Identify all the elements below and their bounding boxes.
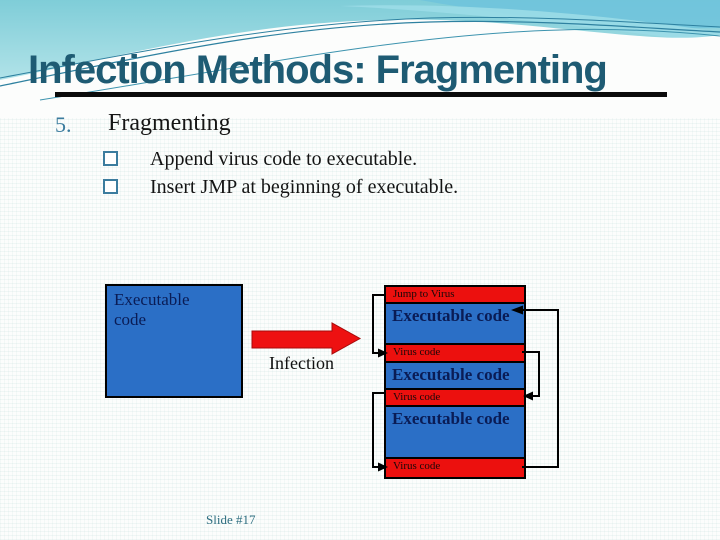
stack-virus-code-strip: Virus code: [386, 388, 524, 405]
stack-virus-code-strip: Virus code: [386, 343, 524, 361]
stack-segment-label: Virus code: [393, 391, 441, 403]
infection-label: Infection: [269, 353, 334, 373]
list-number: 5.: [55, 112, 72, 137]
bullet-text: Insert JMP at beginning of executable.: [150, 176, 459, 198]
stack-executable-block: Executable code: [386, 361, 524, 388]
square-bullet-icon: [103, 178, 118, 194]
square-bullet-icon: [103, 150, 118, 166]
bullet-text: Append virus code to executable.: [150, 148, 418, 170]
stack-segment-label: Jump to Virus: [393, 288, 455, 300]
stack-segment-label: Executable code: [392, 306, 510, 325]
executable-code-label: Executable code: [114, 290, 190, 330]
stack-segment-label: Executable code: [392, 409, 510, 428]
slide-title: Infection Methods: Fragmenting: [28, 48, 608, 92]
stack-executable-block: Executable code: [386, 302, 524, 343]
stack-executable-block: Executable code: [386, 405, 524, 457]
infected-file-stack: Jump to Virus Executable code Virus code…: [384, 285, 526, 479]
stack-virus-code-strip: Virus code: [386, 457, 524, 477]
stack-segment-label: Executable code: [392, 365, 510, 384]
stack-segment-label: Virus code: [393, 346, 441, 358]
list-heading: Fragmenting: [108, 110, 231, 136]
infection-arrow-icon: [251, 322, 362, 355]
title-underline: [55, 92, 667, 97]
bullet-item: Append virus code to executable.: [103, 148, 663, 174]
executable-code-box: Executable code: [105, 284, 243, 398]
stack-segment-label: Virus code: [393, 460, 441, 472]
slide-number: Slide #17: [206, 512, 256, 527]
stack-jump-to-virus-strip: Jump to Virus: [386, 287, 524, 302]
bullet-item: Insert JMP at beginning of executable.: [103, 176, 663, 202]
